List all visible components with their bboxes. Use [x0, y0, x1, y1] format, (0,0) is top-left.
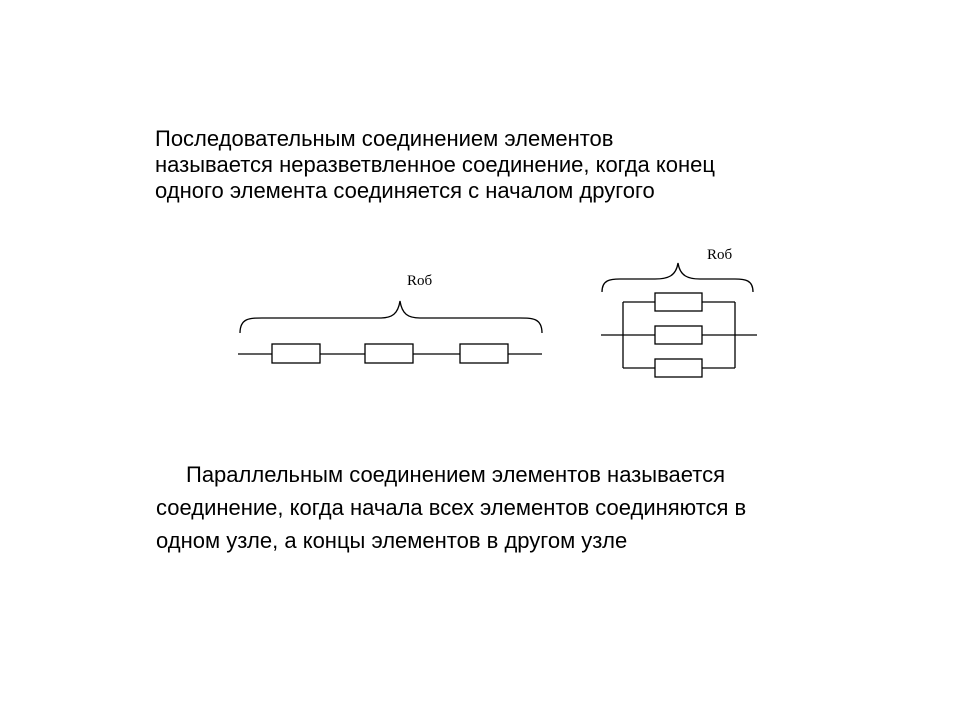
series-resistor [271, 343, 321, 364]
text-line: одном узле, а концы элементов в другом у… [156, 528, 628, 553]
series-brace [239, 300, 543, 334]
series-connection-definition: Последовательным соединением элементов н… [155, 126, 875, 204]
parallel-equivalent-resistance-label: Rоб [707, 247, 733, 263]
text-line: одного элемента соединяется с началом др… [155, 178, 655, 203]
parallel-resistor [654, 358, 703, 378]
text-line: Параллельным соединением элементов назыв… [186, 462, 725, 487]
series-resistor [364, 343, 414, 364]
parallel-brace [601, 262, 754, 293]
parallel-resistor [654, 325, 703, 345]
series-circuit: Rоб [238, 273, 543, 364]
parallel-connection-definition: Параллельным соединением элементов назыв… [156, 458, 896, 557]
text-line: соединение, когда начала всех элементов … [156, 495, 747, 520]
parallel-circuit: Rоб [601, 247, 757, 378]
parallel-resistor [654, 292, 703, 312]
series-resistor [459, 343, 509, 364]
series-equivalent-resistance-label: Rоб [407, 273, 433, 289]
text-line: Последовательным соединением элементов [155, 126, 614, 151]
text-line: называется неразветвленное соединение, к… [155, 152, 715, 177]
